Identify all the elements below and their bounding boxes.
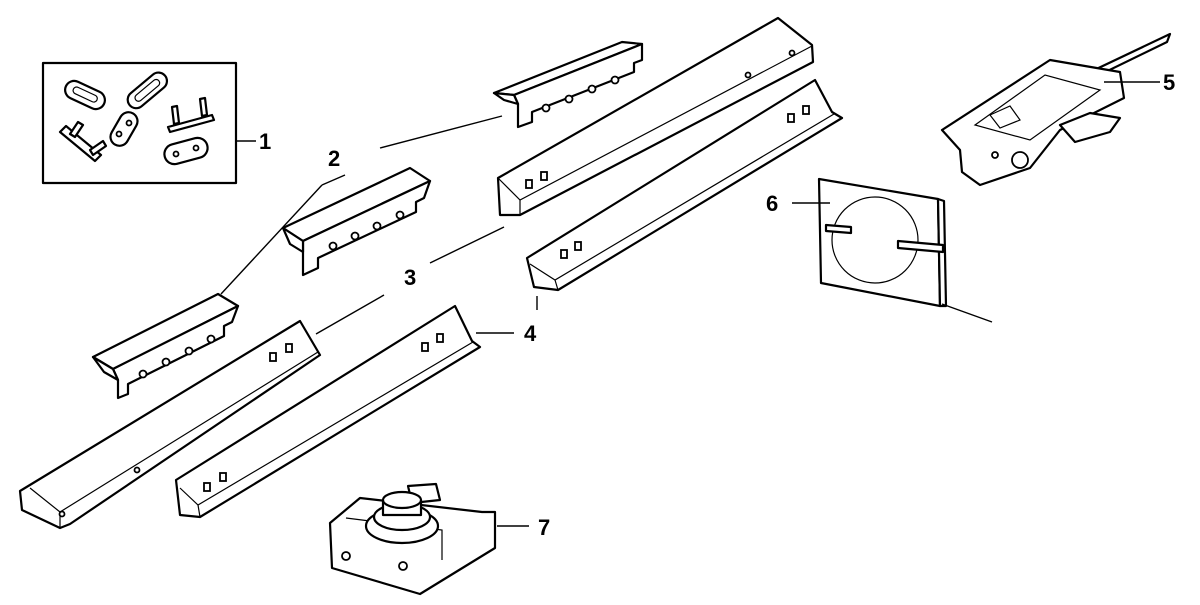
rail-section — [496, 16, 815, 217]
link-pin — [58, 120, 108, 163]
master-link — [64, 79, 106, 111]
rail-section — [174, 304, 482, 519]
callout-2-leaders — [220, 115, 503, 295]
rail-section — [18, 319, 322, 530]
callout-3: 3 — [404, 265, 416, 290]
hardware-kit — [41, 61, 256, 185]
callout-3-leaders — [315, 226, 505, 335]
link-pin — [166, 96, 216, 134]
callout-5: 5 — [1163, 70, 1175, 95]
callout-6: 6 — [766, 191, 778, 216]
callout-2: 2 — [328, 146, 340, 171]
rail-bracket — [281, 166, 432, 277]
link-plate — [163, 136, 209, 166]
callout-1: 1 — [259, 129, 271, 154]
rail-bracket — [492, 40, 644, 129]
link-plate — [109, 111, 139, 147]
callout-4-leaders — [476, 296, 538, 334]
pulley-bracket — [328, 482, 529, 596]
callout-4: 4 — [524, 321, 537, 346]
liner-box — [792, 177, 993, 323]
trolley-assembly — [940, 32, 1172, 187]
callout-7: 7 — [538, 515, 550, 540]
rail-section — [525, 78, 844, 292]
master-link — [126, 71, 169, 110]
rail-bracket — [91, 292, 240, 400]
